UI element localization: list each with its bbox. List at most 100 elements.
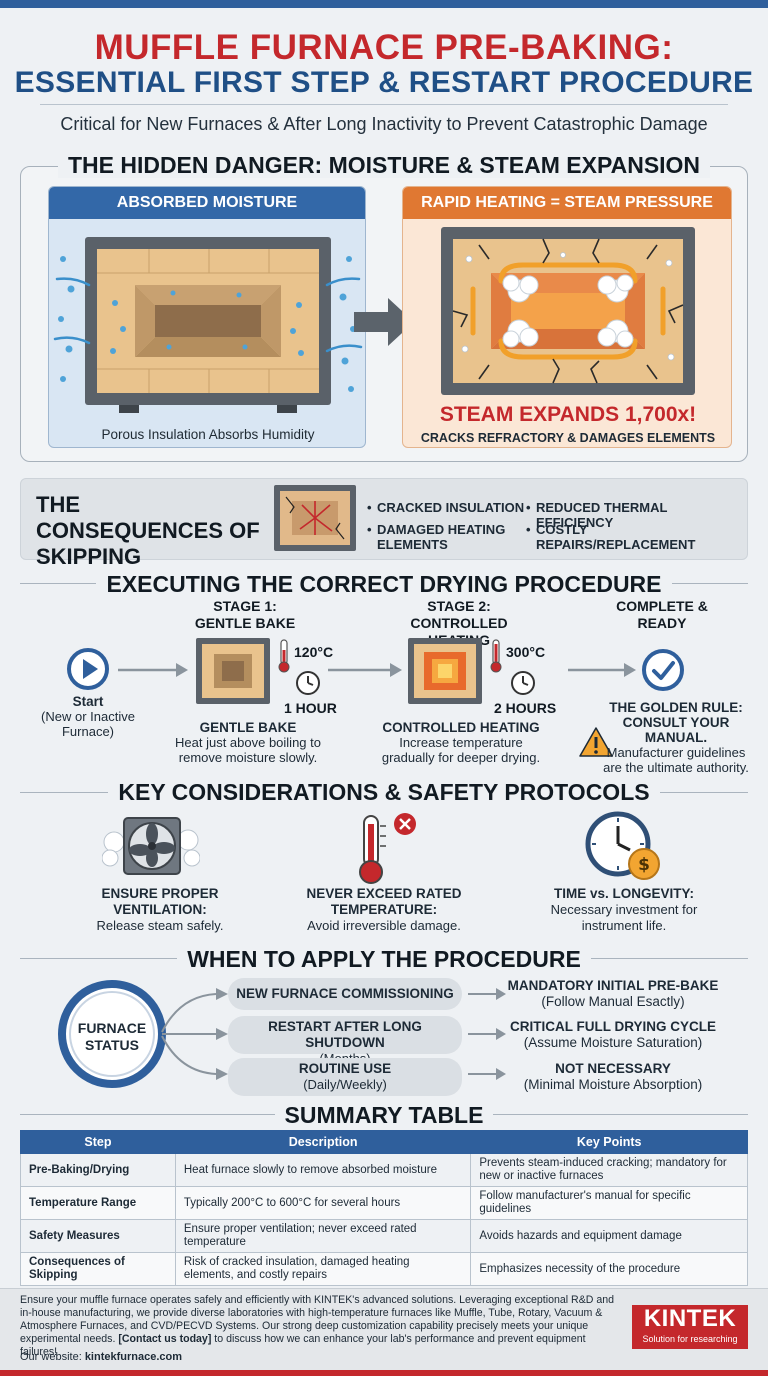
result-new-title: MANDATORY INITIAL PRE-BAKE [507,978,719,993]
table-cell: Safety Measures [20,1219,176,1253]
start-sublabel: (New or Inactive Furnace) [41,709,135,739]
absorbed-moisture-card: ABSORBED MOISTURE Porous Insulation Abso… [48,186,366,448]
stage2-description-block: CONTROLLED HEATING Increase temperature … [376,720,546,765]
danger-heading-text: THE HIDDEN DANGER: MOISTURE & STEAM EXPA… [57,152,711,178]
case-new-furnace: NEW FURNACE COMMISSIONING [228,978,462,1010]
stage1-description-block: GENTLE BAKE Heat just above boiling to r… [168,720,328,765]
absorbed-moisture-label: ABSORBED MOISTURE [49,187,365,219]
gentle-bake-furnace-icon [196,638,270,704]
ventilation-desc: Release steam safely. [96,918,224,933]
safety-item-longevity: TIME vs. LONGEVITY: Necessary investment… [524,886,724,934]
result-routine-sub: (Minimal Moisture Absorption) [523,1077,703,1092]
when-heading-text: WHEN TO APPLY THE PROCEDURE [177,946,591,972]
start-play-icon [67,648,109,690]
golden-rule-description: Manufacturer guidelines are the ultimate… [603,745,749,775]
table-row: Safety Measures Ensure proper ventilatio… [20,1219,748,1253]
table-cell: Ensure proper ventilation; never exceed … [174,1219,472,1253]
consequence-item-1: CRACKED INSULATION [367,500,527,515]
safety-heading-text: KEY CONSIDERATIONS & SAFETY PROTOCOLS [108,779,660,805]
stage1-temperature: 120°C [294,644,334,660]
case-routine-sub: (Daily/Weekly) [303,1077,387,1092]
steam-expansion-callout: STEAM EXPANDS 1,700x! [439,403,697,426]
right-arrow-icon [354,298,414,346]
table-cell: Pre-Baking/Drying [20,1153,176,1187]
table-cell: Risk of cracked insulation, damaged heat… [174,1252,472,1286]
result-routine-title: NOT NECESSARY [555,1061,671,1076]
when-heading: WHEN TO APPLY THE PROCEDURE [0,946,768,973]
case-restart: RESTART AFTER LONG SHUTDOWN (Months) [228,1016,462,1066]
ventilation-title: ENSURE PROPER VENTILATION: [101,886,219,917]
result-restart-sub: (Assume Moisture Saturation) [523,1035,703,1050]
footer-website: Our website: kintekfurnace.com [20,1351,182,1363]
longevity-title: TIME vs. LONGEVITY: [553,886,695,901]
steam-pressure-card: RAPID HEATING = STEAM PRESSURE STEAM EXP [402,186,732,448]
start-node: Start (New or Inactive Furnace) [28,694,148,739]
consequences-title: THE CONSEQUENCES OF SKIPPING [36,492,260,569]
title-line-2: ESSENTIAL FIRST STEP & RESTART PROCEDURE [14,66,754,99]
steam-damage-caption: CRACKS REFRACTORY & DAMAGES ELEMENTS [420,431,716,445]
table-cell: Prevents steam-induced cracking; mandato… [470,1153,748,1187]
furnace-status-label: FURNACE STATUS [77,1020,147,1053]
website-link[interactable]: kintekfurnace.com [84,1351,183,1363]
clock-icon [296,671,320,695]
table-cell: Avoids hazards and equipment damage [470,1219,748,1253]
result-new-sub: (Follow Manual Esactly) [541,994,685,1009]
stage1-duration: 1 HOUR [284,700,337,716]
clock-icon [511,671,535,695]
logo-name: KINTEK [643,1305,737,1332]
safety-item-ventilation: ENSURE PROPER VENTILATION: Release steam… [60,886,260,934]
thermometer-warning-icon [359,813,416,884]
title-line-1: MUFFLE FURNACE PRE-BAKING: [94,28,674,67]
temperature-title: NEVER EXCEED RATED TEMPERATURE: [306,886,462,917]
footer-text-body: Ensure your muffle furnace operates safe… [20,1294,615,1345]
stage2-name: CONTROLLED HEATING [382,720,540,735]
subtitle: Critical for New Furnaces & After Long I… [60,114,708,134]
bottom-accent-bar [0,1370,768,1376]
kintek-logo[interactable]: KINTEK Solution for researching [632,1305,748,1349]
svg-text:$: $ [638,855,650,875]
table-cell: Follow manufacturer's manual for specifi… [470,1186,748,1220]
result-restart-title: CRITICAL FULL DRYING CYCLE [509,1019,716,1034]
procedure-heading-text: EXECUTING THE CORRECT DRYING PROCEDURE [96,571,672,597]
result-restart: CRITICAL FULL DRYING CYCLE (Assume Moist… [500,1019,726,1051]
steam-pressure-label: RAPID HEATING = STEAM PRESSURE [403,187,731,219]
check-circle-icon [642,649,684,691]
contact-link[interactable]: [Contact us today] [118,1333,212,1345]
ventilation-fan-icon [102,817,200,875]
flow-arrow-icon [568,663,636,677]
golden-rule-block: THE GOLDEN RULE: CONSULT YOUR MANUAL. Ma… [596,700,756,775]
thermometer-icon [278,639,290,673]
title-divider [40,104,728,105]
clock-money-icon: $ [585,811,660,880]
stage2-temperature: 300°C [506,644,546,660]
controlled-heating-furnace-icon [408,638,482,704]
case-routine-label: ROUTINE USE [298,1061,392,1076]
table-row: Pre-Baking/Drying Heat furnace slowly to… [20,1153,748,1187]
stage1-description: Heat just above boiling to remove moistu… [175,735,321,765]
footer-text-end: to discuss how we can enhance your lab's… [20,1333,586,1358]
flow-arrow-icon [328,663,402,677]
safety-item-temperature: NEVER EXCEED RATED TEMPERATURE: Avoid ir… [284,886,484,934]
complete-title: COMPLETE & READY [616,598,708,631]
longevity-desc: Necessary investment for instrument life… [550,902,698,933]
cracked-furnace-icon [274,485,356,551]
table-cell: Heat furnace slowly to remove absorbed m… [174,1153,472,1187]
table-cell: Emphasizes necessity of the procedure [470,1252,748,1286]
website-label: Our website: [20,1351,82,1363]
logo-tagline: Solution for researching [642,1334,738,1344]
case-routine: ROUTINE USE (Daily/Weekly) [228,1058,462,1096]
summary-heading-text: SUMMARY TABLE [274,1102,494,1128]
table-cell: Temperature Range [20,1186,176,1220]
result-arrows [468,988,506,1080]
furnace-status-hub [58,980,228,1088]
steam-furnace-illustration [441,227,695,395]
moist-furnace-illustration [53,237,363,413]
table-row: Consequences of Skipping Risk of cracked… [20,1252,748,1286]
warning-icon [579,727,613,757]
flow-arrow-icon [118,663,188,677]
table-cell: Typically 200°C to 600°C for several hou… [174,1186,472,1220]
column-header-step: Step [20,1130,176,1154]
procedure-heading: EXECUTING THE CORRECT DRYING PROCEDURE [0,571,768,598]
consequence-item-4: COSTLY REPAIRS/REPLACEMENT [526,522,746,552]
summary-heading: SUMMARY TABLE [0,1102,768,1129]
